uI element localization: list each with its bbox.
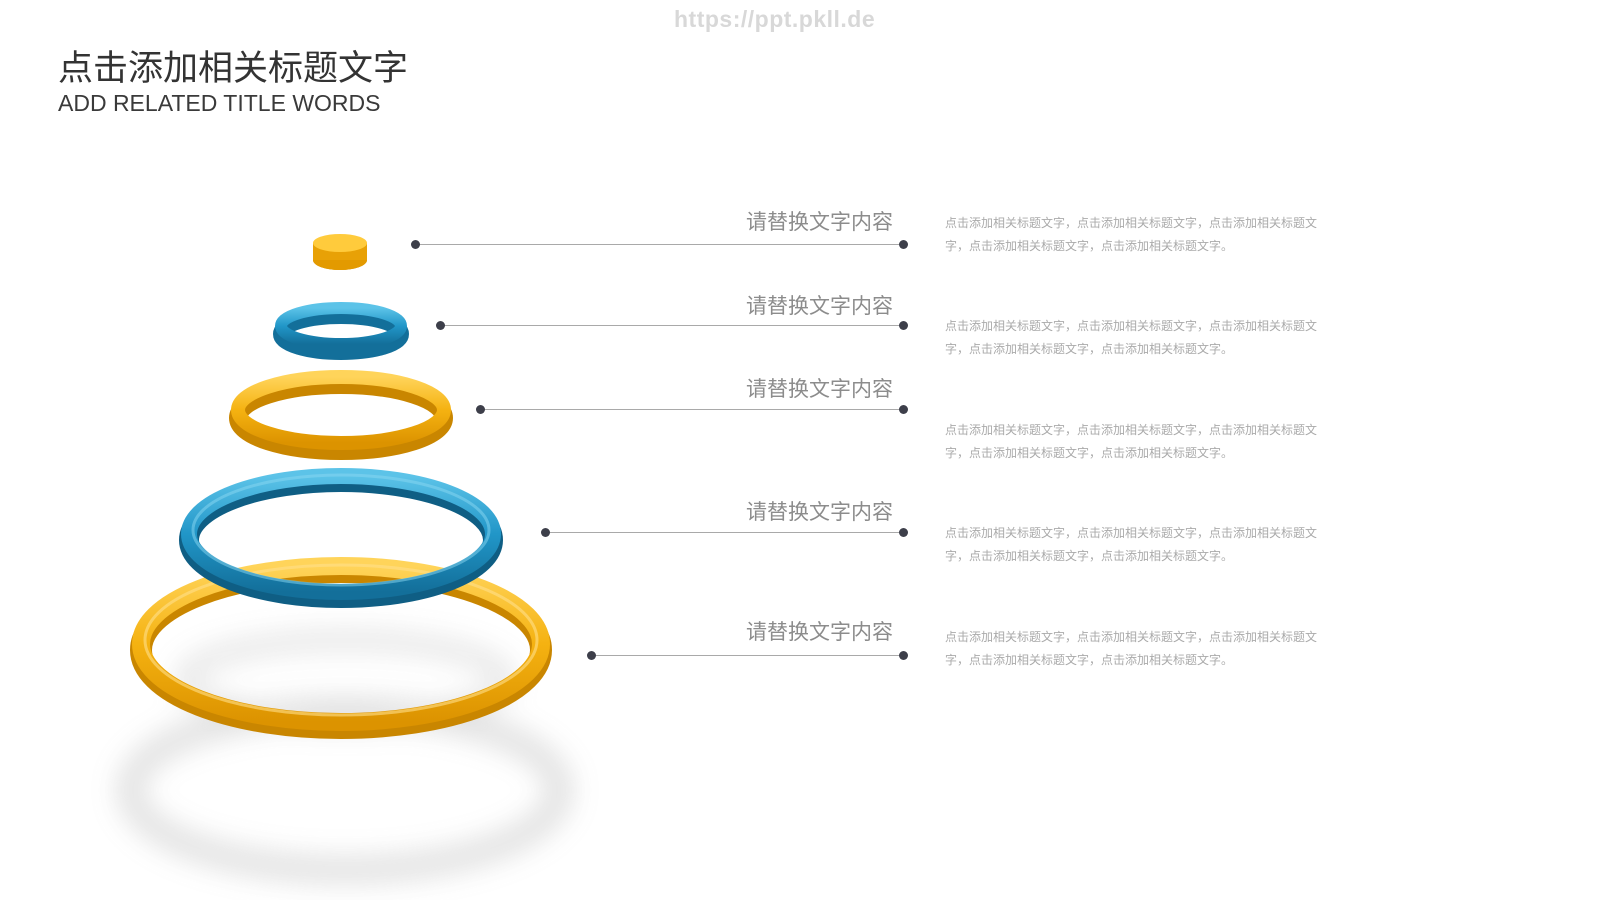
level-3-label[interactable]: 请替换文字内容 xyxy=(746,377,893,401)
level-1-label[interactable]: 请替换文字内容 xyxy=(746,210,893,234)
level-4-start-dot xyxy=(541,528,550,537)
blue-ring-large xyxy=(179,468,503,608)
level-2-start-dot xyxy=(436,321,445,330)
watermark-url: https://ppt.pkll.de xyxy=(674,6,876,32)
level-5-start-dot xyxy=(587,651,596,660)
level-2-end-dot xyxy=(899,321,908,330)
gold-disc xyxy=(313,234,367,270)
level-4-label[interactable]: 请替换文字内容 xyxy=(746,500,893,524)
gold-ring-medium xyxy=(229,370,453,460)
level-2-description[interactable]: 点击添加相关标题文字，点击添加相关标题文字，点击添加相关标题文字，点击添加相关标… xyxy=(945,319,1318,356)
level-4-description[interactable]: 点击添加相关标题文字，点击添加相关标题文字，点击添加相关标题文字，点击添加相关标… xyxy=(945,526,1318,563)
level-5-description[interactable]: 点击添加相关标题文字，点击添加相关标题文字，点击添加相关标题文字，点击添加相关标… xyxy=(945,630,1318,667)
level-3-end-dot xyxy=(899,405,908,414)
level-5-connector-line xyxy=(592,655,904,656)
level-1-connector-line xyxy=(416,244,904,245)
level-4-end-dot xyxy=(899,528,908,537)
level-1-start-dot xyxy=(411,240,420,249)
level-1-end-dot xyxy=(899,240,908,249)
level-1-description[interactable]: 点击添加相关标题文字，点击添加相关标题文字，点击添加相关标题文字，点击添加相关标… xyxy=(945,216,1318,253)
level-5-end-dot xyxy=(899,651,908,660)
ring-shadow xyxy=(119,633,571,881)
level-4-connector-line xyxy=(546,532,904,533)
blue-ring-small xyxy=(273,302,409,360)
level-2-label[interactable]: 请替换文字内容 xyxy=(746,294,893,318)
level-3-description[interactable]: 点击添加相关标题文字，点击添加相关标题文字，点击添加相关标题文字，点击添加相关标… xyxy=(945,423,1318,460)
page-subtitle[interactable]: ADD RELATED TITLE WORDS xyxy=(58,90,381,116)
gold-ring-large xyxy=(130,557,552,739)
level-5-label[interactable]: 请替换文字内容 xyxy=(746,620,893,644)
page-title[interactable]: 点击添加相关标题文字 xyxy=(58,49,409,89)
level-2-connector-line xyxy=(441,325,904,326)
level-3-connector-line xyxy=(481,409,904,410)
level-3-start-dot xyxy=(476,405,485,414)
